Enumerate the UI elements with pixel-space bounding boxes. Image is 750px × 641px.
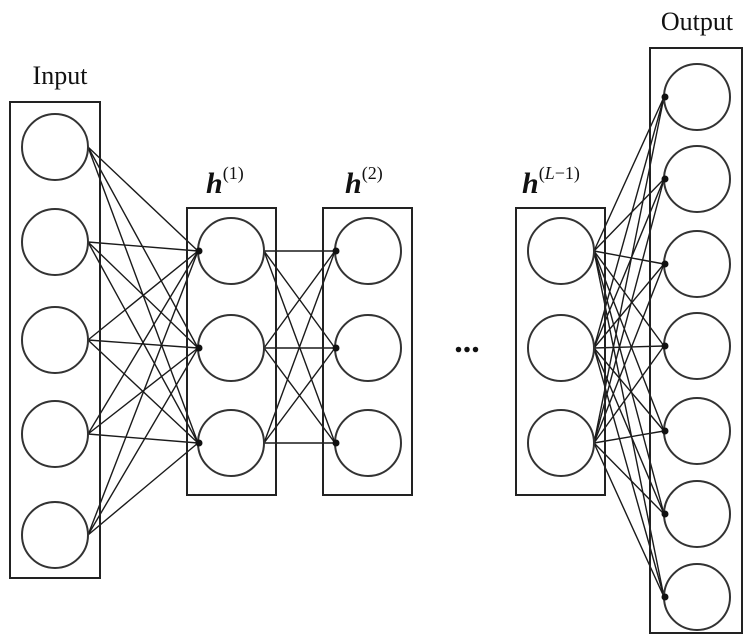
connection-arrowhead: [661, 510, 669, 518]
connection-edge: [87, 347, 199, 435]
hidden-layer-2-label: h(2): [345, 163, 383, 200]
output-neuron: [663, 63, 731, 131]
hidden-1-sup-open: (: [223, 163, 229, 184]
connection-arrowhead: [195, 439, 203, 447]
input-neuron: [21, 501, 89, 569]
connection-edge: [87, 250, 199, 435]
input-layer-box: [9, 101, 101, 579]
hL1-neuron: [527, 314, 595, 382]
connection-arrowhead: [332, 439, 340, 447]
input-neuron: [21, 400, 89, 468]
input-neuron: [21, 113, 89, 181]
connection-arrowheads-group: [195, 93, 669, 601]
connection-arrowhead: [332, 247, 340, 255]
hidden-last-base: h: [522, 167, 539, 200]
connection-arrowhead: [661, 175, 669, 183]
connection-arrowhead: [195, 247, 203, 255]
hidden-last-sup-rest: −1): [555, 163, 580, 184]
connection-edge: [87, 241, 199, 252]
hL1-neuron: [527, 217, 595, 285]
connection-arrowhead: [661, 260, 669, 268]
input-label: Input: [33, 61, 89, 90]
connection-edge: [87, 146, 199, 252]
connection-arrowhead: [195, 344, 203, 352]
input-neuron: [21, 208, 89, 276]
connection-arrowhead: [661, 427, 669, 435]
connection-edge: [87, 347, 199, 536]
hidden-layer-last-label: h(L−1): [522, 163, 580, 200]
hL1-neuron: [527, 409, 595, 477]
connection-arrowhead: [332, 344, 340, 352]
hidden-2-sup-rest: 2): [368, 163, 383, 184]
h2-neuron: [334, 217, 402, 285]
output-neuron: [663, 397, 731, 465]
output-neuron: [663, 563, 731, 631]
hidden-2-base: h: [345, 167, 362, 200]
connection-arrowhead: [661, 593, 669, 601]
hidden-1-sup-rest: 1): [229, 163, 244, 184]
hidden-last-sup-open: (: [539, 163, 545, 184]
output-neuron: [663, 145, 731, 213]
output-layer-box: [649, 47, 743, 634]
hidden-layer-2-box: [322, 207, 413, 496]
input-neuron: [21, 306, 89, 374]
h2-neuron: [334, 409, 402, 477]
output-neuron: [663, 230, 731, 298]
connection-edge: [87, 433, 199, 444]
h2-neuron: [334, 314, 402, 382]
connection-arrowhead: [661, 93, 669, 101]
connection-edge: [87, 339, 199, 349]
connection-edge: [87, 250, 199, 341]
hidden-layer-1-box: [186, 207, 277, 496]
h1-neuron: [197, 314, 265, 382]
neurons-group: [21, 63, 731, 631]
h1-neuron: [197, 217, 265, 285]
hidden-last-sup-var: L: [544, 163, 555, 183]
output-label: Output: [661, 7, 734, 36]
connection-arrowhead: [661, 342, 669, 350]
ellipsis-more-layers: ...: [454, 323, 480, 360]
hidden-1-base: h: [206, 167, 223, 200]
connection-edge: [87, 442, 199, 536]
hidden-layer-1-label: h(1): [206, 163, 244, 200]
hidden-2-sup-open: (: [362, 163, 368, 184]
hidden-layer-last-box: [515, 207, 606, 496]
connection-edge: [87, 146, 199, 349]
connection-edge: [87, 250, 199, 536]
h1-neuron: [197, 409, 265, 477]
output-neuron: [663, 480, 731, 548]
output-neuron: [663, 312, 731, 380]
